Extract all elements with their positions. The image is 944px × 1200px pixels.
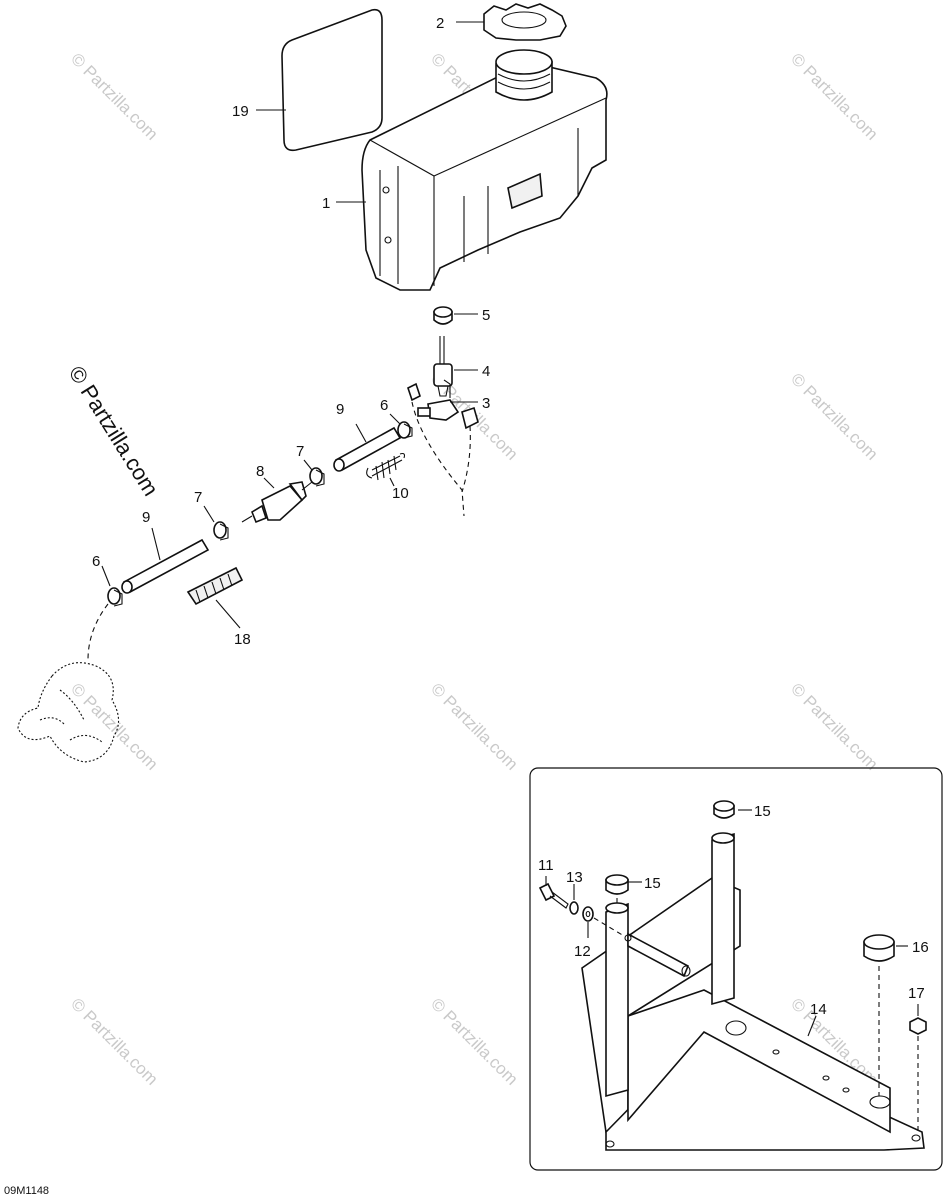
callout-16: 16 — [912, 939, 929, 956]
part-5-grommet — [433, 306, 453, 325]
callout-8: 8 — [256, 463, 264, 480]
leader-lines — [101, 21, 919, 1037]
callout-7: 7 — [194, 489, 202, 506]
part-14-mounting-bracket — [581, 832, 925, 1151]
part-8-inline-filter — [241, 481, 313, 524]
watermark: © Partzilla.com — [787, 49, 881, 143]
part-18-spring — [186, 566, 244, 606]
callout-2: 2 — [436, 15, 444, 32]
callout-14: 14 — [810, 1001, 827, 1018]
callout-11: 11 — [538, 857, 554, 874]
callout-3: 3 — [482, 395, 490, 412]
part-9-fuel-line — [121, 538, 210, 594]
watermark: © Partzilla.com — [787, 369, 881, 463]
part-15-grommet — [713, 800, 735, 819]
part-6-clamp — [107, 587, 123, 607]
part-9-fuel-line — [333, 426, 402, 472]
part-6-clamp — [397, 421, 413, 439]
callout-6: 6 — [380, 397, 388, 414]
watermark: © Partzilla.com — [67, 679, 161, 773]
part-11-bolt — [538, 882, 569, 909]
callout-9: 9 — [336, 401, 344, 418]
callout-5: 5 — [482, 307, 490, 324]
callout-18: 18 — [234, 631, 251, 648]
reference-code: 09M1148 — [4, 1185, 49, 1197]
callout-17: 17 — [908, 985, 925, 1002]
part-3-fuel-valve — [407, 379, 479, 430]
watermark: © Partzilla.com — [787, 679, 881, 773]
callout-labels: 1 2 3 4 5 6 6 7 7 8 9 9 10 11 12 13 14 1… — [92, 15, 929, 1018]
carburetor — [17, 662, 120, 763]
watermark: © Partzilla.com — [427, 679, 521, 773]
callout-10: 10 — [392, 485, 409, 502]
part-15-grommet — [605, 874, 629, 895]
callout-13: 13 — [566, 869, 583, 886]
callout-1: 1 — [322, 195, 330, 212]
watermark-dark: © Partzilla.com — [64, 361, 164, 500]
callout-7: 7 — [296, 443, 304, 460]
inset-frame — [529, 767, 943, 1171]
callout-15: 15 — [644, 875, 661, 892]
callout-4: 4 — [482, 363, 490, 380]
callout-12: 12 — [574, 943, 591, 960]
part-4-fuel-filter — [433, 336, 453, 397]
part-7-clamp — [213, 521, 229, 541]
callout-15: 15 — [754, 803, 771, 820]
callout-19: 19 — [232, 103, 249, 120]
part-17-nut — [909, 1017, 927, 1035]
part-19-decal — [281, 8, 383, 152]
callout-6: 6 — [92, 553, 100, 570]
part-1-fuel-tank — [361, 49, 608, 291]
part-16-grommet — [863, 934, 895, 962]
part-13-lock-washer — [569, 901, 579, 915]
part-7-clamp — [309, 467, 325, 487]
callout-9: 9 — [142, 509, 150, 526]
part-2-fuel-cap — [483, 3, 567, 41]
watermark: © Partzilla.com — [427, 994, 521, 1088]
watermark: © Partzilla.com — [67, 49, 161, 143]
part-10-spring — [366, 452, 406, 481]
part-12-washer — [582, 906, 594, 922]
watermark: © Partzilla.com — [67, 994, 161, 1088]
